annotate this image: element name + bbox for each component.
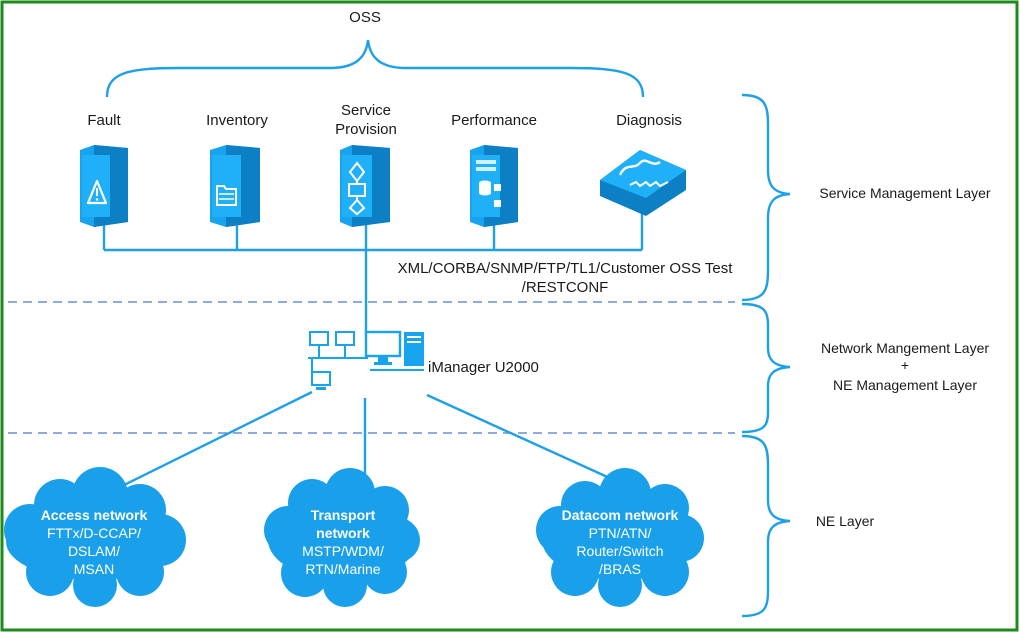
datacom-network-cloud: [536, 468, 704, 607]
service-label-inventory: Inventory: [206, 112, 268, 129]
protocols-line-1: XML/CORBA/SNMP/FTP/TL1/Customer OSS Test: [397, 260, 733, 277]
oss-label: OSS: [349, 9, 381, 26]
fault-warning-icon: [80, 145, 128, 227]
ne-layer-label: NE Layer: [815, 513, 875, 529]
service-layer-brace: [741, 93, 791, 302]
transport-network-text: Transport network MSTP/WDM/ RTN/Marine: [278, 506, 408, 578]
transport-network-line: network: [316, 525, 370, 541]
access-network-line: MSAN: [73, 561, 115, 577]
transport-network-title: Transport: [310, 507, 376, 523]
datacom-network-line: Router/Switch: [576, 543, 664, 559]
ne-management-layer-label: NE Management Layer: [833, 377, 977, 393]
datacom-network-line: PTN/ATN/: [588, 525, 652, 541]
access-network-line: FTTx/D-CCAP/: [46, 525, 142, 541]
service-label-diagnosis: Diagnosis: [616, 112, 682, 129]
oss-bus: [102, 212, 644, 335]
network-layer-brace: [741, 302, 791, 434]
datacom-network-text: Datacom network PTN/ATN/ Router/Switch /…: [540, 506, 700, 578]
datacom-network-line: /BRAS: [598, 561, 641, 577]
service-label-provision: Service Provision: [335, 102, 397, 138]
access-network-text: Access network FTTx/D-CCAP/ DSLAM/ MSAN: [14, 506, 174, 578]
diagnosis-oscilloscope-icon: [600, 150, 686, 216]
network-management-layer-label: Network Mangement Layer: [820, 340, 990, 356]
transport-network-line: MSTP/WDM/: [302, 543, 384, 559]
service-label-performance: Performance: [451, 112, 537, 129]
oss-brace: [105, 39, 645, 98]
inventory-folder-icon: [210, 145, 260, 227]
layer-plus-sign: +: [900, 357, 910, 373]
datacom-network-title: Datacom network: [561, 507, 679, 523]
network-management-workstation-icon: [308, 330, 424, 390]
protocols-line-2: /RESTCONF: [521, 279, 609, 296]
access-network-title: Access network: [40, 507, 148, 523]
service-provision-icon: [340, 145, 390, 227]
service-management-layer-label: Service Management Layer: [819, 185, 991, 201]
access-network-cloud: [4, 467, 186, 607]
transport-network-line: RTN/Marine: [305, 561, 381, 577]
service-label-fault: Fault: [87, 112, 121, 129]
ne-links: [119, 390, 626, 489]
performance-database-icon: [470, 145, 518, 227]
access-network-line: DSLAM/: [67, 543, 121, 559]
transport-network-cloud: [264, 468, 420, 607]
imanager-label: iManager U2000: [428, 359, 539, 376]
ne-layer-brace: [741, 434, 791, 618]
